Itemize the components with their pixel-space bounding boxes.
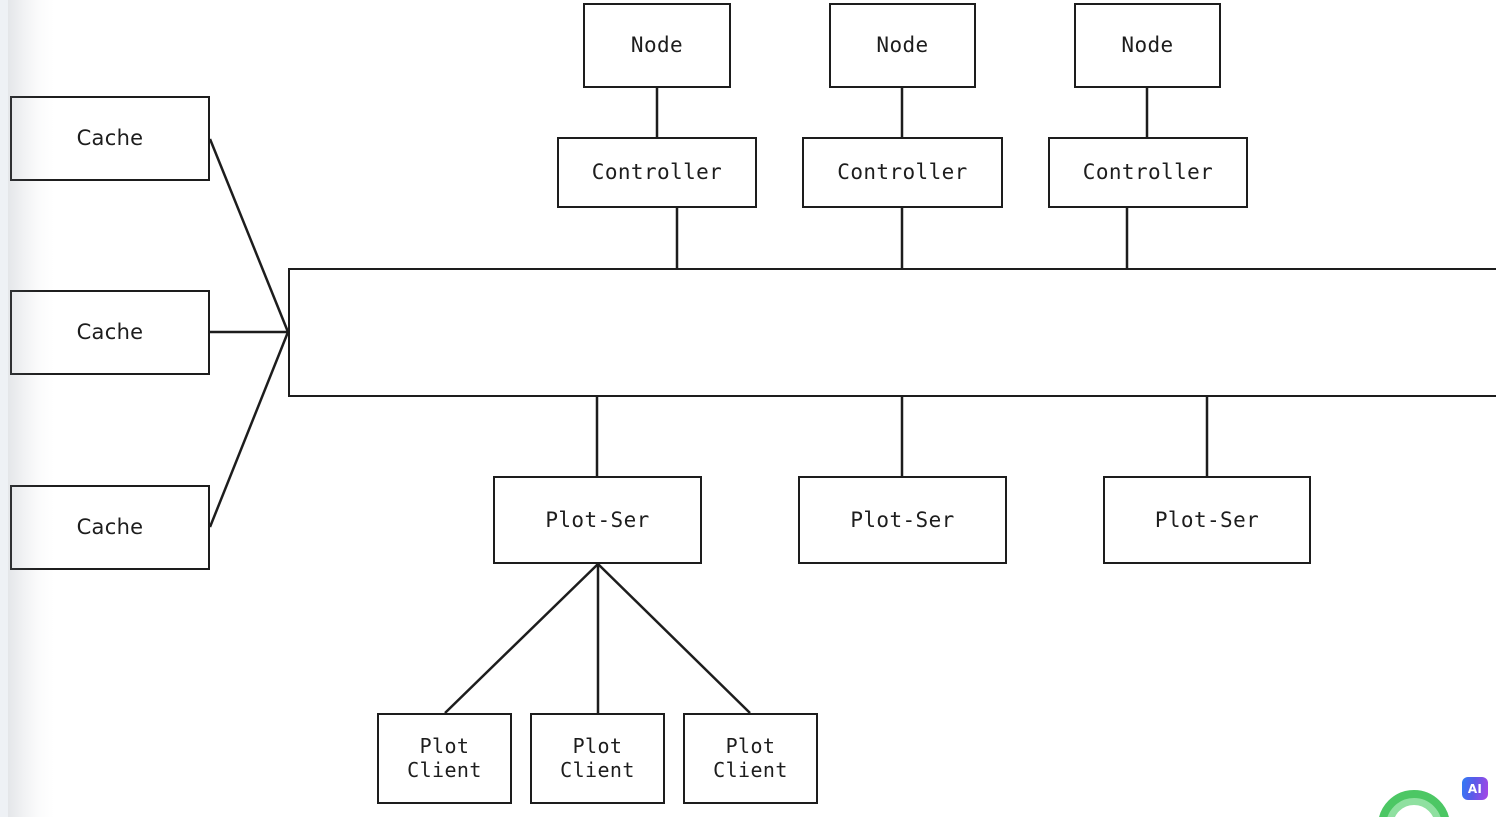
box-label-node-3: Node xyxy=(1121,33,1174,58)
connector-plotser1-client1 xyxy=(444,563,599,714)
box-node-2[interactable]: Node xyxy=(829,3,976,88)
box-label-node-1: Node xyxy=(630,33,684,58)
box-label-plotser-1: Plot-Ser xyxy=(545,507,650,532)
box-cache-2[interactable]: Cache xyxy=(10,290,210,375)
box-controller-1[interactable]: Controller xyxy=(557,137,757,208)
connector-cache1-nats xyxy=(208,138,290,333)
box-plotser-1[interactable]: Plot-Ser xyxy=(493,476,702,564)
box-label-plotclient-1: Plot Client xyxy=(407,733,482,782)
box-label-controller-3: Controller xyxy=(1082,160,1214,185)
box-controller-2[interactable]: Controller xyxy=(802,137,1003,208)
box-cache-3[interactable]: Cache xyxy=(10,485,210,570)
box-label-node-2: Node xyxy=(876,33,929,58)
box-plotser-2[interactable]: Plot-Ser xyxy=(798,476,1007,564)
box-plotser-3[interactable]: Plot-Ser xyxy=(1103,476,1311,564)
nats-bus-box[interactable] xyxy=(288,268,1496,397)
box-label-plotclient-3: Plot Client xyxy=(713,733,788,782)
box-cache-1[interactable]: Cache xyxy=(10,96,210,181)
connector-cache3-nats xyxy=(208,331,290,528)
box-plotclient-1[interactable]: Plot Client xyxy=(377,713,512,804)
connector-plotser1-client3 xyxy=(597,563,751,714)
box-plotclient-3[interactable]: Plot Client xyxy=(683,713,818,804)
box-label-cache-1: Cache xyxy=(76,126,144,151)
box-plotclient-2[interactable]: Plot Client xyxy=(530,713,665,804)
box-node-3[interactable]: Node xyxy=(1074,3,1221,88)
box-controller-3[interactable]: Controller xyxy=(1048,137,1248,208)
box-label-cache-2: Cache xyxy=(76,320,144,345)
box-label-plotser-2: Plot-Ser xyxy=(850,507,955,532)
ai-badge[interactable]: AI xyxy=(1462,777,1488,800)
left-edge-strip xyxy=(0,0,8,817)
box-node-1[interactable]: Node xyxy=(583,3,731,88)
box-label-plotser-3: Plot-Ser xyxy=(1154,507,1260,532)
box-label-controller-2: Controller xyxy=(837,160,968,185)
box-label-cache-3: Cache xyxy=(76,515,144,540)
box-label-controller-1: Controller xyxy=(591,160,723,185)
box-label-plotclient-2: Plot Client xyxy=(560,733,635,782)
